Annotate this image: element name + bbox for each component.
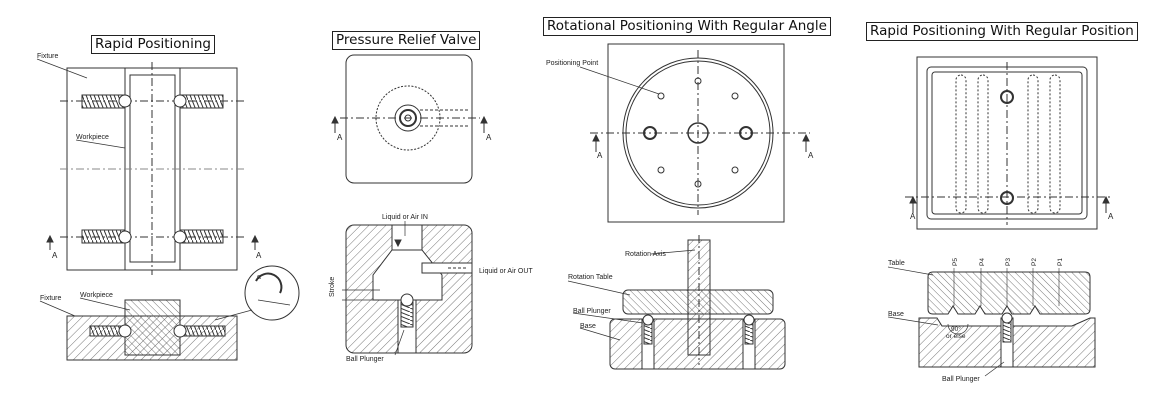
- label-positioning-point: Positioning Point: [546, 60, 598, 67]
- label-fixture-bottom: Fixture: [40, 295, 62, 302]
- label-rotation-table: Rotation Table: [568, 274, 613, 281]
- position-label: P5: [952, 258, 959, 266]
- label-liquid-in: Liquid or Air IN: [382, 214, 428, 221]
- label-base-rotational: Base: [580, 323, 596, 330]
- regular-section-view: [887, 266, 1096, 377]
- position-label: P3: [1005, 258, 1012, 266]
- relief-valve-plan-view: [331, 54, 488, 184]
- label-fixture-top: Fixture: [37, 53, 59, 60]
- label-ball-plunger-regular: Ball Plunger: [942, 376, 980, 383]
- title-pressure-relief-valve: Pressure Relief Valve: [332, 31, 481, 50]
- section-mark-left: A: [52, 251, 58, 260]
- title-rapid-positioning-regular: Rapid Positioning With Regular Position: [866, 22, 1138, 41]
- label-stroke: Stroke: [329, 277, 336, 297]
- label-workpiece-bottom: Workpiece: [80, 292, 113, 299]
- rapid-positioning-section-view: α: [39, 265, 300, 361]
- label-angle: 90°: [951, 325, 961, 333]
- section-mark-rot-left: A: [597, 151, 603, 160]
- label-or-else: or else: [946, 333, 966, 340]
- section-mark-reg-left: A: [910, 212, 916, 221]
- label-liquid-out: Liquid or Air OUT: [479, 268, 533, 275]
- section-mark-relief-left: A: [337, 133, 343, 142]
- section-mark-relief-right: A: [486, 133, 492, 142]
- label-ball-plunger-rotational: Ball Plunger: [573, 308, 611, 315]
- label-table: Table: [888, 260, 905, 267]
- svg-text:α: α: [257, 274, 261, 281]
- label-ball-plunger-relief: Ball Plunger: [346, 356, 384, 363]
- section-mark-rot-right: A: [808, 151, 814, 160]
- rotational-section-view: [567, 235, 786, 370]
- position-label: P1: [1057, 258, 1064, 266]
- label-base-regular: Base: [888, 311, 904, 318]
- position-label: P4: [979, 258, 986, 266]
- position-label: P2: [1031, 258, 1038, 266]
- title-rapid-positioning: Rapid Positioning: [91, 35, 215, 54]
- label-rotation-axis: Rotation Axis: [625, 251, 666, 258]
- relief-valve-section-view: [342, 221, 473, 356]
- section-mark-right: A: [256, 251, 262, 260]
- label-workpiece-top: Workpiece: [76, 134, 109, 141]
- rapid-positioning-plan-view: [36, 58, 259, 275]
- section-mark-reg-right: A: [1108, 212, 1114, 221]
- title-rotational-positioning: Rotational Positioning With Regular Angl…: [543, 17, 831, 36]
- regular-plan-view: [905, 56, 1110, 230]
- rotational-plan-view: [579, 43, 810, 223]
